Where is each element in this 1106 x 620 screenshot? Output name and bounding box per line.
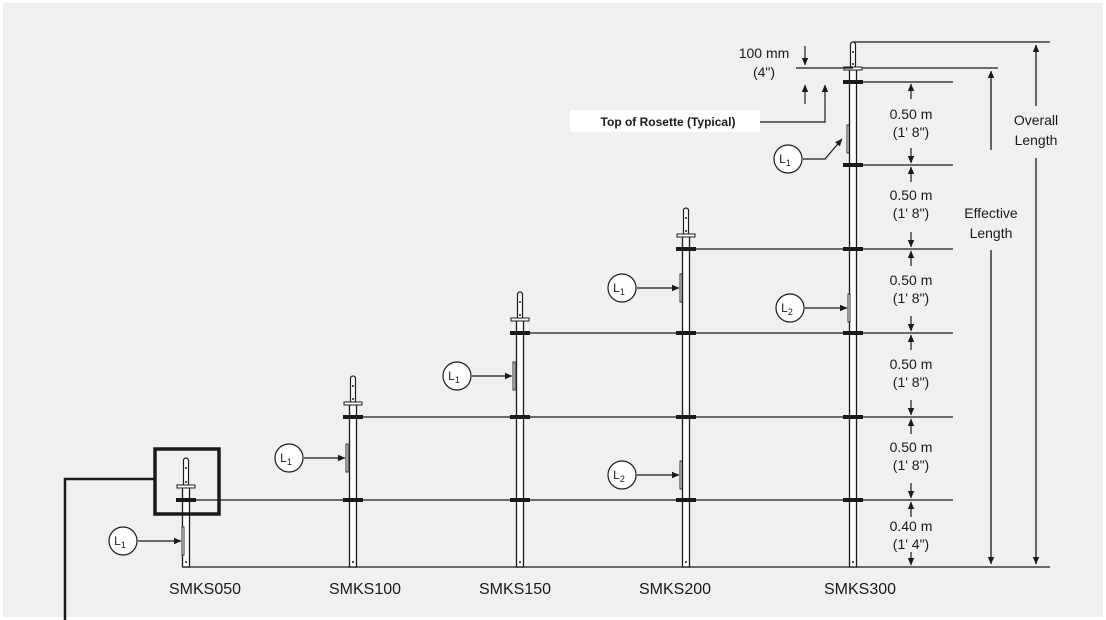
- standard-post-smks150: [510, 291, 530, 568]
- standard-post-smks100: [343, 375, 363, 568]
- rosette-label: Top of Rosette (Typical): [601, 115, 736, 129]
- top-offset-dimension: [760, 46, 853, 123]
- spacing-value: 0.50 m: [890, 356, 933, 372]
- tube: [348, 402, 358, 568]
- rosette: [843, 80, 863, 84]
- rosette: [176, 498, 196, 502]
- rosette: [676, 247, 696, 251]
- callout-label: L1: [114, 534, 126, 550]
- spacing-value: 0.50 m: [890, 106, 933, 122]
- effective-length-label-1: Effective: [964, 205, 1018, 221]
- rosette: [676, 331, 696, 335]
- rosette: [343, 498, 363, 502]
- spacing-imperial: (1' 4"): [893, 536, 929, 552]
- callout-l1: L1: [607, 273, 683, 303]
- detail-leader-line: [63, 477, 155, 620]
- spacing-imperial: (1' 8"): [893, 457, 929, 473]
- rosette-label-box: [570, 110, 760, 132]
- tube: [848, 67, 858, 568]
- collar: [510, 317, 530, 322]
- rosette: [843, 498, 863, 502]
- callout-label: L1: [613, 281, 625, 297]
- standard-names: SMKS050 SMKS100 SMKS150 SMKS200 SMKS300: [169, 581, 896, 598]
- callout-circle: [607, 273, 637, 303]
- callout-label: L2: [781, 301, 793, 317]
- detail-highlight: [63, 447, 221, 620]
- callout-l1: L1: [274, 443, 349, 473]
- identification-mark: [679, 273, 683, 303]
- rosette: [843, 247, 863, 251]
- spacing-imperial: (1' 8"): [893, 124, 929, 140]
- collar: [343, 401, 363, 406]
- spacing-labels: 0.50 m (1' 8") 0.50 m (1' 8") 0.50 m (1'…: [890, 106, 933, 552]
- callout-l2: L2: [775, 293, 851, 323]
- detail-highlight-box: [153, 447, 221, 516]
- rosette: [343, 415, 363, 419]
- rosette: [676, 415, 696, 419]
- rosette: [843, 331, 863, 335]
- standards: [176, 41, 863, 568]
- effective-length-label-2: Length: [970, 225, 1013, 241]
- spacing-value: 0.50 m: [890, 439, 933, 455]
- callout-circle: [773, 144, 803, 174]
- callout-circle: [274, 443, 304, 473]
- callout-l2: L2: [607, 460, 683, 490]
- identification-mark: [345, 443, 349, 473]
- callout-l1: L1: [108, 526, 185, 556]
- top-offset-label-1: 100 mm: [739, 45, 790, 61]
- rosette: [843, 415, 863, 419]
- standard-post-smks200: [676, 207, 696, 568]
- rosette: [510, 331, 530, 335]
- callout-circle: [108, 526, 138, 556]
- identification-mark: [512, 361, 516, 391]
- spacing-value: 0.50 m: [890, 187, 933, 203]
- standard-post-smks300: [843, 41, 863, 568]
- identification-mark: [181, 526, 185, 556]
- identification-mark: [679, 460, 683, 490]
- standard-name: SMKS150: [479, 581, 551, 598]
- callout-l1: L1: [773, 124, 850, 174]
- standard-name: SMKS100: [329, 581, 401, 598]
- callout-label: L1: [779, 152, 791, 168]
- rosette: [676, 498, 696, 502]
- callout-label: L1: [280, 451, 292, 467]
- overall-length-label-2: Length: [1015, 132, 1058, 148]
- callout-label: L2: [613, 468, 625, 484]
- callout-label: L1: [448, 369, 460, 385]
- overall-length-label-1: Overall: [1014, 112, 1058, 128]
- standard-name: SMKS300: [824, 581, 896, 598]
- spacing-imperial: (1' 8"): [893, 290, 929, 306]
- callout-circle: [607, 460, 637, 490]
- callout-l1: L1: [442, 361, 516, 391]
- spacing-value: 0.50 m: [890, 272, 933, 288]
- rosette: [843, 163, 863, 167]
- spacing-imperial: (1' 8"): [893, 205, 929, 221]
- level-lines: [178, 41, 1050, 568]
- rosette: [510, 498, 530, 502]
- identification-mark: [846, 124, 850, 154]
- tube: [681, 234, 691, 568]
- callout-circle: [442, 361, 472, 391]
- standard-name: SMKS200: [639, 581, 711, 598]
- collar: [676, 233, 696, 238]
- spacing-imperial: (1' 8"): [893, 374, 929, 390]
- tube: [515, 318, 525, 568]
- standard-name: SMKS050: [169, 581, 241, 598]
- spacing-value: 0.40 m: [890, 518, 933, 534]
- collar: [176, 484, 196, 489]
- standard-post-smks050: [176, 457, 196, 568]
- identification-mark: [847, 293, 851, 323]
- callout-circle: [775, 293, 805, 323]
- rosette: [510, 415, 530, 419]
- top-offset-label-2: (4"): [753, 64, 775, 80]
